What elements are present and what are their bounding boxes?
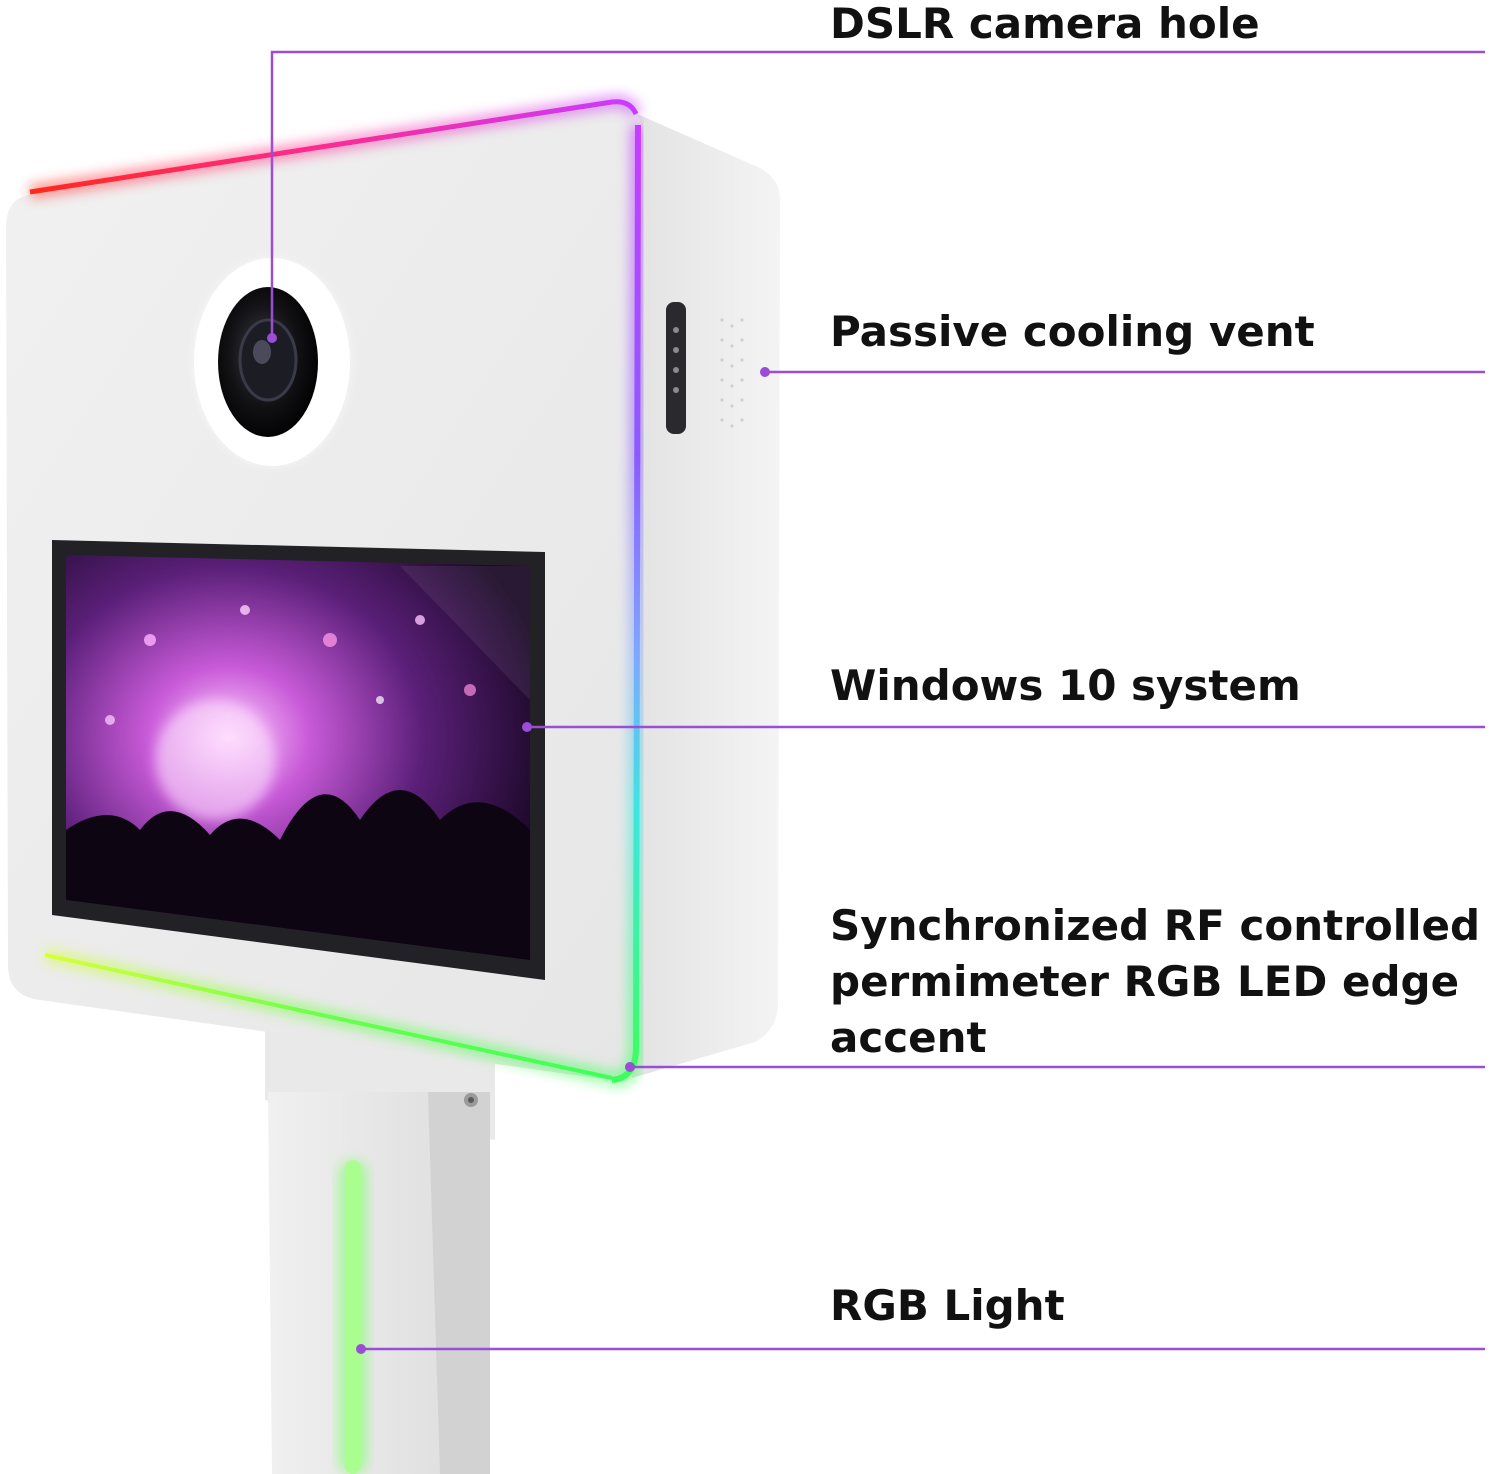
touch-screen [52,540,545,980]
label-line: Passive cooling vent [830,307,1315,356]
dslr-camera-hole [188,252,356,472]
label-windows-10-system: Windows 10 system [830,658,1301,714]
callout-dots [267,333,770,1354]
label-line: DSLR camera hole [830,0,1260,48]
stand [265,1010,495,1474]
label-rgb-led-edge-accent: Synchronized RF controlled permimeter RG… [830,898,1480,1066]
dot-vent [760,367,770,377]
callout-leaders [270,50,1485,1351]
dot-led [625,1062,635,1072]
leader-dslr [270,50,1485,338]
photo-booth [6,94,781,1088]
dot-dslr [267,333,277,343]
label-passive-cooling-vent: Passive cooling vent [830,304,1315,360]
led-edge-accent [28,94,646,1088]
label-rgb-light: RGB Light [830,1278,1065,1334]
label-line: RGB Light [830,1281,1065,1330]
label-line: Windows 10 system [830,661,1301,710]
label-dslr-camera-hole: DSLR camera hole [830,0,1260,52]
dot-windows [522,722,532,732]
label-line: accent [830,1013,987,1062]
passive-cooling-vent [666,302,744,434]
label-line: permimeter RGB LED edge [830,957,1460,1006]
label-line: Synchronized RF controlled [830,901,1481,950]
dot-rgb [356,1344,366,1354]
